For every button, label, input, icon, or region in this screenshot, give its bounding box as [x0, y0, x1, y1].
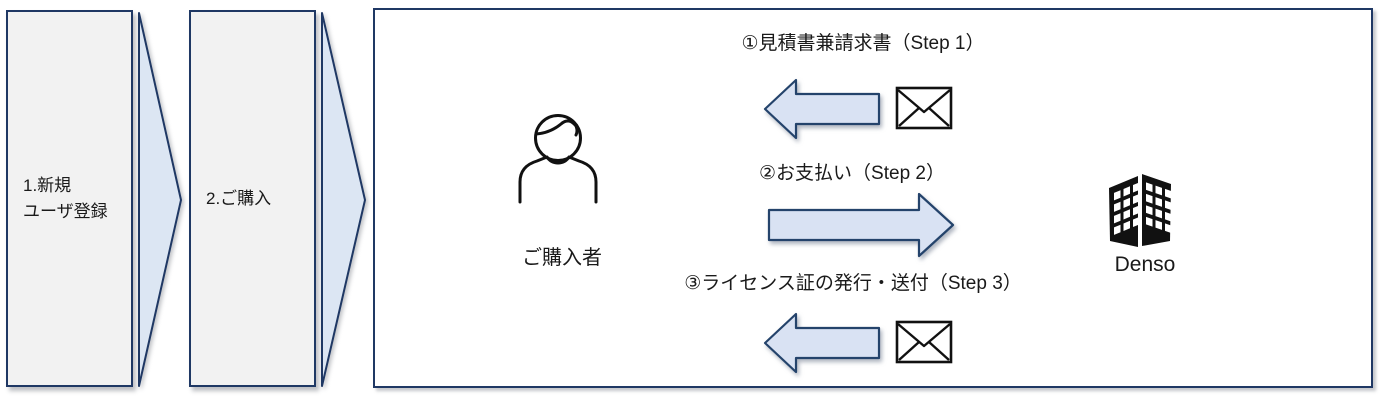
- envelope-icon-3: [895, 320, 953, 364]
- flow-step-2-line-1: 2.ご購入: [206, 188, 272, 208]
- building-windows-right: [1146, 182, 1172, 234]
- message-label-1: ①見積書兼請求書（Step 1）: [741, 33, 985, 54]
- left-arrow-icon-1: [763, 78, 881, 140]
- buyer-person-icon: [518, 114, 598, 204]
- envelope-icon-1: [895, 86, 953, 130]
- flow-step-1-label: 1.新規 ユーザ登録: [8, 173, 108, 224]
- flow-step-1-line-2: ユーザ登録: [23, 201, 108, 221]
- process-box: [373, 8, 1373, 388]
- left-arrow-icon-3: [763, 312, 881, 374]
- flow-step-2-label: 2.ご購入: [191, 186, 271, 212]
- company-label: Denso: [1114, 253, 1176, 276]
- buyer-label: ご購入者: [522, 247, 602, 269]
- right-arrow-icon-2: [767, 192, 955, 258]
- step-chevron-arrow-2: [321, 12, 366, 387]
- flow-step-1-line-1: 1.新規: [23, 176, 72, 195]
- step-chevron-arrow-1: [138, 12, 182, 387]
- message-label-2: ②お支払い（Step 2）: [759, 163, 945, 184]
- company-building-icon: [1109, 174, 1172, 247]
- building-windows-left: [1114, 182, 1140, 235]
- flow-step-panel-1: 1.新規 ユーザ登録: [6, 10, 133, 387]
- message-label-3: ③ライセンス証の発行・送付（Step 3）: [684, 273, 1022, 294]
- flow-step-panel-2: 2.ご購入: [189, 10, 316, 387]
